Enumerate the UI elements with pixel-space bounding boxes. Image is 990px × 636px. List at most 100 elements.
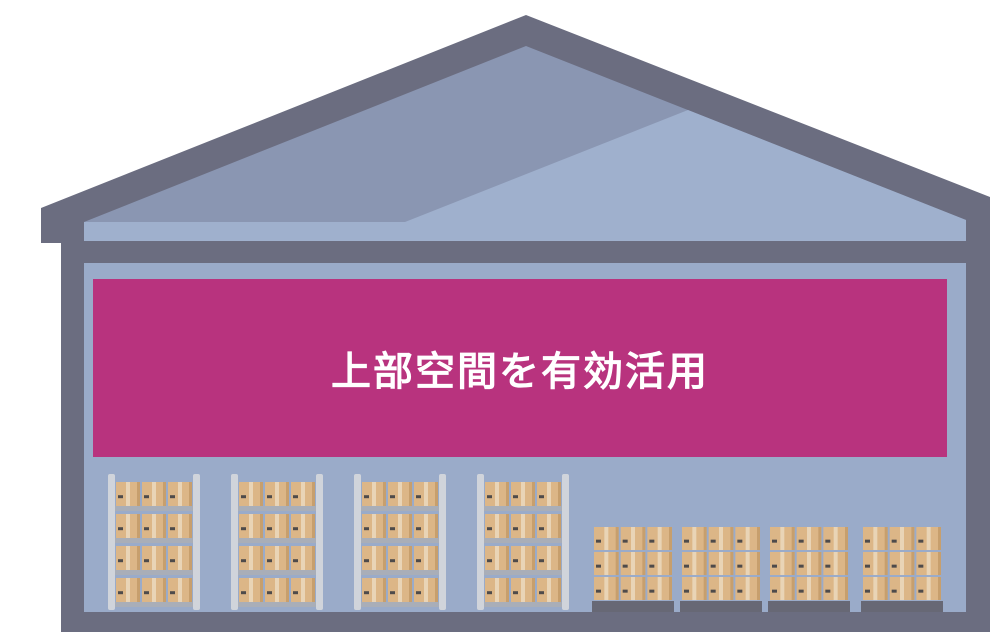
box-tape <box>900 527 904 550</box>
box-side-shade <box>532 482 535 506</box>
box-label-mark <box>118 495 123 499</box>
box-tape <box>780 577 785 600</box>
box-tape <box>495 546 499 570</box>
box-tape <box>547 578 551 602</box>
pallet-box <box>770 552 795 575</box>
box-side-shade <box>506 482 509 506</box>
box-label-mark <box>118 591 123 595</box>
box-label-mark <box>539 495 544 499</box>
box-side-shade <box>703 577 707 600</box>
box-tape <box>521 578 525 602</box>
box-side-shade <box>757 527 760 550</box>
pallet-box <box>594 577 619 600</box>
box-label-mark <box>170 495 175 499</box>
box-side-shade <box>642 577 646 600</box>
pallet-box <box>620 577 646 600</box>
rack-box <box>414 482 438 506</box>
pallet-box <box>916 552 941 575</box>
pallet-box <box>708 577 734 600</box>
pallet-box <box>916 577 941 600</box>
box-side-shade <box>791 577 795 600</box>
box-tape <box>873 577 878 600</box>
box-side-shade <box>730 552 734 575</box>
box-side-shade <box>137 482 140 506</box>
box-side-shade <box>818 577 822 600</box>
floor <box>61 612 990 632</box>
rack-box <box>239 578 263 602</box>
box-label-mark <box>293 527 298 531</box>
box-tape <box>275 546 279 570</box>
rack-box <box>265 546 289 570</box>
box-side-shade <box>615 577 619 600</box>
box-tape <box>631 552 635 575</box>
box-tape <box>926 552 931 575</box>
box-tape <box>521 482 525 506</box>
box-label-mark <box>865 589 870 593</box>
box-label-mark <box>649 564 655 568</box>
box-label-mark <box>144 591 149 595</box>
box-tape <box>152 514 156 538</box>
box-side-shade <box>163 578 166 602</box>
box-label-mark <box>825 564 831 568</box>
rack-box <box>116 482 140 506</box>
pallet-stacks-layer <box>592 527 943 612</box>
rack-box <box>168 482 192 506</box>
box-side-shade <box>818 527 822 550</box>
rack-box <box>116 546 140 570</box>
rack-beam <box>354 506 446 511</box>
box-side-shade <box>312 482 315 506</box>
box-tape <box>398 482 402 506</box>
box-side-shade <box>884 527 888 550</box>
box-tape <box>780 527 785 550</box>
box-side-shade <box>506 514 509 538</box>
box-tape <box>873 527 878 550</box>
box-side-shade <box>911 552 915 575</box>
box-label-mark <box>267 559 272 563</box>
rack-box <box>485 514 509 538</box>
box-tape <box>275 514 279 538</box>
rack-box <box>485 578 509 602</box>
box-label-mark <box>865 564 870 568</box>
pallet-base <box>768 601 850 612</box>
box-tape <box>926 577 931 600</box>
box-tape <box>152 578 156 602</box>
rack-beam <box>231 538 323 543</box>
rack-box <box>414 546 438 570</box>
rack-box <box>537 482 561 506</box>
box-tape <box>657 527 662 550</box>
box-label-mark <box>737 539 743 543</box>
pallet-box <box>916 527 941 550</box>
pallet-box <box>735 577 760 600</box>
box-tape <box>521 514 525 538</box>
box-side-shade <box>938 577 941 600</box>
pallet-box <box>594 527 619 550</box>
rack-box <box>362 514 386 538</box>
rack-beam <box>108 602 200 607</box>
rack-post-left <box>354 474 361 610</box>
box-label-mark <box>118 559 123 563</box>
pallet-box <box>770 577 795 600</box>
box-label-mark <box>513 591 518 595</box>
pallet-box <box>708 527 734 550</box>
box-side-shade <box>286 514 289 538</box>
pallet-box <box>823 552 848 575</box>
rack-post-right <box>562 474 569 610</box>
box-label-mark <box>364 527 369 531</box>
box-label-mark <box>390 559 395 563</box>
box-side-shade <box>884 577 888 600</box>
storage-rack <box>231 474 323 610</box>
box-tape <box>604 527 609 550</box>
box-side-shade <box>137 546 140 570</box>
box-label-mark <box>390 495 395 499</box>
box-tape <box>301 546 305 570</box>
box-label-mark <box>241 591 246 595</box>
box-tape <box>807 577 811 600</box>
box-side-shade <box>506 578 509 602</box>
pallet-box <box>647 527 672 550</box>
box-tape <box>495 482 499 506</box>
box-tape <box>657 577 662 600</box>
box-label-mark <box>293 495 298 499</box>
pallet-box <box>796 552 822 575</box>
box-tape <box>604 552 609 575</box>
box-tape <box>719 552 723 575</box>
